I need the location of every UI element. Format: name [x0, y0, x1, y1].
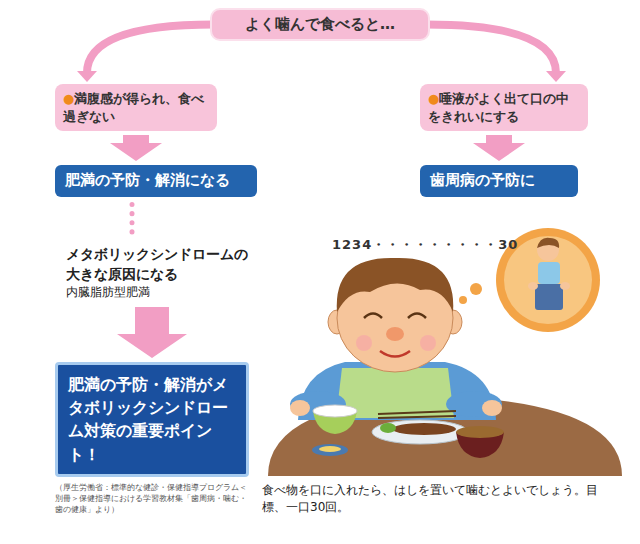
- connector: [77, 25, 214, 83]
- node-text: ●満腹感が得られ、食べ過ぎない: [63, 90, 209, 125]
- chopstick: [378, 411, 456, 414]
- pickles: [319, 446, 341, 452]
- slim-hair: [537, 238, 559, 248]
- count-text: 1234・・・・・・・・・30: [332, 236, 518, 254]
- hand: [482, 400, 502, 416]
- source-note: （厚生労働省：標準的な健診・保健指導プログラム＜別冊＞保健指導における学習教材集…: [55, 483, 251, 515]
- node-text: メタボリックシンドロームの大きな原因になる: [66, 245, 253, 284]
- rice: [313, 405, 357, 417]
- result-box: 歯周病の予防に: [420, 165, 578, 197]
- slim-hand: [528, 282, 538, 290]
- connector: [117, 307, 187, 358]
- result-box: 肥満の予防・解消になる: [55, 165, 257, 197]
- greens: [380, 423, 396, 433]
- plate: [372, 420, 468, 444]
- node-text: 内臓脂肪型肥満: [66, 284, 253, 301]
- connector: [110, 135, 162, 161]
- nose: [386, 327, 404, 341]
- soup: [456, 426, 504, 438]
- thought-dot: [470, 283, 482, 295]
- arm: [446, 391, 502, 417]
- hair: [337, 258, 453, 312]
- connector: [473, 135, 525, 161]
- arrow-head: [77, 71, 97, 82]
- block-arrow: [110, 135, 162, 161]
- cause-text: メタボリックシンドロームの大きな原因になる内臓脂肪型肥満: [62, 243, 257, 303]
- slim-hand: [560, 282, 570, 290]
- effect-box: ●満腹感が得られ、食べ過ぎない: [55, 84, 217, 131]
- eye: [408, 314, 426, 319]
- key-point-box: 肥満の予防・解消がメタボリックシンドローム対策の重要ポイント！: [55, 362, 249, 477]
- node-text: 歯周病の予防に: [430, 171, 568, 191]
- node-text: ●唾液がよく出て口の中をきれいにする: [428, 90, 580, 125]
- dotted-line: [130, 205, 135, 238]
- small-dish: [312, 444, 348, 456]
- hand: [290, 400, 310, 416]
- slim-shirt: [538, 262, 560, 284]
- fish: [392, 423, 456, 435]
- arrow-head: [546, 71, 566, 82]
- caption: 食べ物を口に入れたら、はしを置いて噛むとよいでしょう。目標、一口30回。: [262, 482, 598, 517]
- cheek: [356, 335, 372, 351]
- connector: [426, 25, 566, 83]
- mouth: [380, 351, 410, 357]
- arrow-shaft: [426, 25, 556, 74]
- start-box: よく噛んで食べると…: [210, 8, 430, 41]
- thought-dot: [459, 296, 467, 304]
- connector: [132, 205, 133, 238]
- cheek: [420, 335, 436, 351]
- arrow-shaft: [87, 25, 214, 74]
- chopstick: [378, 416, 456, 418]
- block-arrow: [473, 135, 525, 161]
- slim-jeans: [535, 284, 563, 310]
- node-text: よく噛んで食べると…: [220, 15, 420, 34]
- node-text: 肥満の予防・解消になる: [65, 171, 247, 191]
- node-text: 肥満の予防・解消がメタボリックシンドローム対策の重要ポイント！: [68, 373, 236, 466]
- block-arrow: [117, 307, 187, 358]
- eye: [364, 314, 382, 319]
- effect-box: ●唾液がよく出て口の中をきれいにする: [420, 84, 588, 131]
